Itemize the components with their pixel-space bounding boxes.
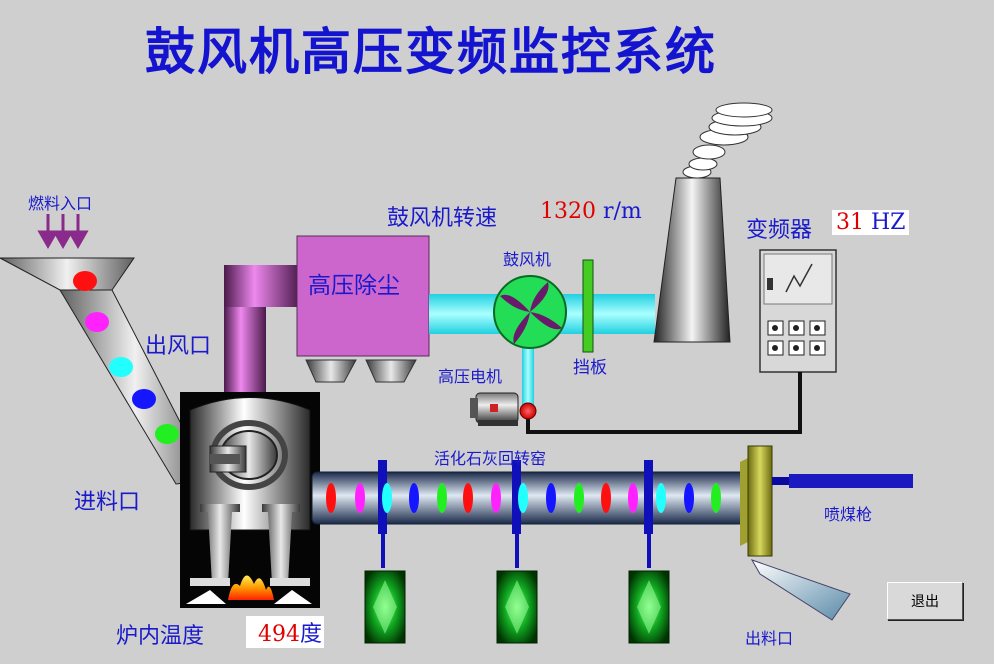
air-outlet-duct	[224, 265, 300, 395]
exit-button[interactable]: 退出	[887, 582, 963, 620]
dust-collector	[296, 235, 430, 383]
frequency-value: 31 HZ	[832, 210, 910, 235]
baffle-plate[interactable]	[582, 259, 594, 353]
page-title: 鼓风机高压变频监控系统	[145, 22, 717, 81]
coal-gun-label: 喷煤枪	[824, 505, 873, 524]
feed-hopper	[0, 257, 211, 485]
feed-inlet-label: 进料口	[74, 490, 141, 515]
control-cable	[526, 372, 802, 434]
coal-gun	[772, 474, 913, 488]
rotary-kiln	[311, 445, 773, 568]
discharge-label: 出料口	[745, 629, 794, 648]
discharge-chute	[750, 559, 851, 621]
hv-motor-label: 高压电机	[438, 367, 503, 386]
hv-motor-icon[interactable]	[470, 392, 537, 426]
kiln-label: 活化石灰回转窑	[434, 449, 547, 468]
kiln-support-boxes	[364, 570, 670, 644]
furnace	[180, 392, 320, 608]
baffle-label: 挡板	[573, 358, 607, 378]
dust-collector-label: 高压除尘	[308, 273, 400, 299]
blower-speed-label: 鼓风机转速	[387, 206, 498, 231]
furnace-temp-label: 炉内温度	[116, 624, 205, 649]
fuel-inlet-arrows-icon	[37, 214, 89, 250]
fuel-inlet-label: 燃料入口	[28, 194, 93, 213]
blower-label: 鼓风机	[503, 250, 552, 269]
furnace-temp-value: 494度	[246, 616, 325, 648]
chimney	[653, 102, 773, 343]
inverter-label: 变频器	[746, 218, 813, 243]
blower-fan-icon	[493, 275, 567, 349]
blower-speed-value: 1320 r/m	[540, 199, 642, 224]
smoke-icon	[682, 102, 773, 179]
air-outlet-label: 出风口	[145, 334, 212, 359]
inverter-cabinet[interactable]	[759, 249, 837, 373]
furnace-flame-icon	[186, 575, 312, 604]
